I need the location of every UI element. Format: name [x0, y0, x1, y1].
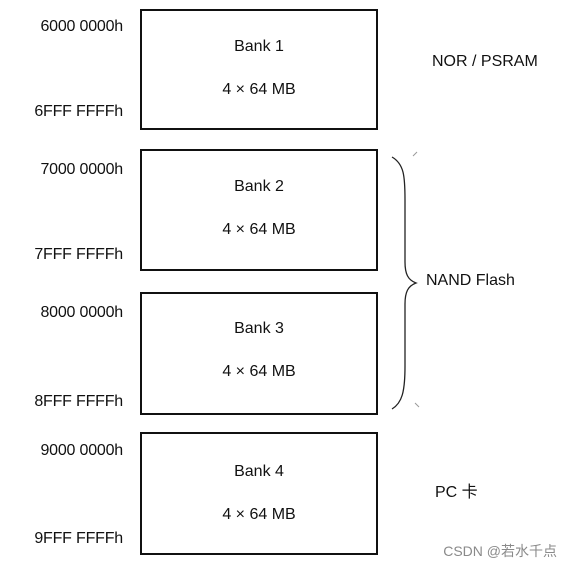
bank-2-box: Bank 2 4 × 64 MB	[140, 149, 378, 271]
bank-3-box: Bank 3 4 × 64 MB	[140, 292, 378, 415]
bank3-start-address: 8000 0000h	[40, 304, 123, 321]
bank-4-box: Bank 4 4 × 64 MB	[140, 432, 378, 555]
bank4-end-address: 9FFF FFFFh	[34, 530, 123, 547]
nand-flash-label: NAND Flash	[426, 272, 515, 289]
bank-1-size: 4 × 64 MB	[222, 81, 296, 98]
bank-1-box: Bank 1 4 × 64 MB	[140, 9, 378, 130]
bank-2-size: 4 × 64 MB	[222, 221, 296, 238]
bank2-end-address: 7FFF FFFFh	[34, 246, 123, 263]
bank1-start-address: 6000 0000h	[40, 18, 123, 35]
bank-3-size: 4 × 64 MB	[222, 363, 296, 380]
bank-1-name: Bank 1	[234, 38, 284, 55]
bank-4-name: Bank 4	[234, 463, 284, 480]
bank1-end-address: 6FFF FFFFh	[34, 103, 123, 120]
pc-card-label: PC 卡	[435, 484, 478, 501]
bank-4-size: 4 × 64 MB	[222, 506, 296, 523]
bank-3-name: Bank 3	[234, 320, 284, 337]
bank2-start-address: 7000 0000h	[40, 161, 123, 178]
bank-2-name: Bank 2	[234, 178, 284, 195]
bank4-start-address: 9000 0000h	[40, 442, 123, 459]
csdn-watermark: CSDN @若水千点	[443, 543, 557, 559]
nor-psram-label: NOR / PSRAM	[432, 53, 538, 70]
bank3-end-address: 8FFF FFFFh	[34, 393, 123, 410]
